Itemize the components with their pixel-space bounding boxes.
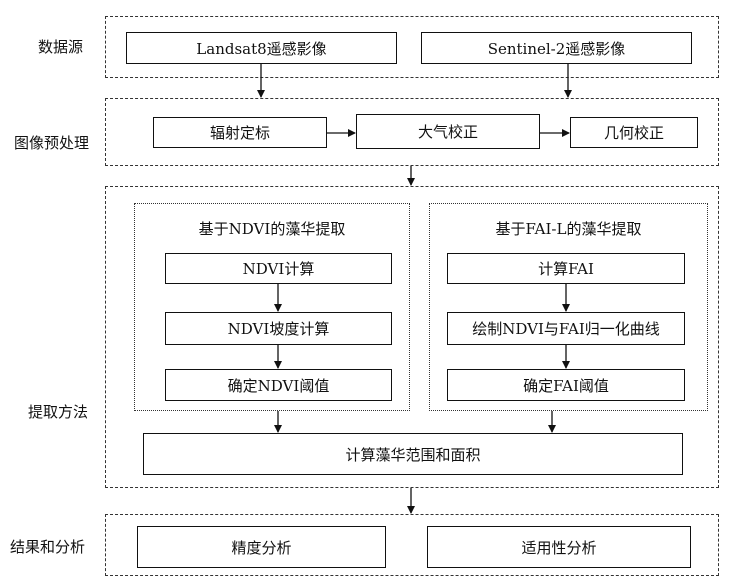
method-stage — [105, 186, 719, 488]
stage-label-data-source: 数据源 — [38, 38, 84, 56]
ndvi-method-title: 基于NDVI的藻华提取 — [198, 220, 346, 238]
radiometric-calibration-box: 辐射定标 — [153, 117, 327, 148]
data-source-stage — [105, 16, 719, 78]
fai-method-title: 基于FAI-L的藻华提取 — [495, 220, 642, 238]
preprocess-stage — [105, 98, 719, 166]
ndvi-method-group — [134, 203, 410, 411]
ndvi-calc-box: NDVI计算 — [165, 253, 392, 284]
stage-label-method: 提取方法 — [28, 403, 89, 421]
accuracy-analysis-box: 精度分析 — [137, 526, 386, 568]
ndvi-slope-box: NDVI坡度计算 — [165, 312, 392, 345]
ndvi-threshold-box: 确定NDVI阈值 — [165, 369, 392, 401]
fai-threshold-box: 确定FAI阈值 — [447, 369, 685, 401]
landsat-box: Landsat8遥感影像 — [126, 32, 397, 64]
bloom-area-box: 计算藻华范围和面积 — [143, 433, 683, 475]
result-stage — [105, 514, 719, 576]
sentinel-box: Sentinel-2遥感影像 — [421, 32, 692, 64]
applicability-analysis-box: 适用性分析 — [427, 526, 691, 568]
fai-method-group — [429, 203, 708, 411]
atmospheric-correction-box: 大气校正 — [356, 114, 540, 149]
normalization-curve-box: 绘制NDVI与FAI归一化曲线 — [447, 312, 685, 345]
geometric-correction-box: 几何校正 — [570, 117, 698, 148]
stage-label-preprocess: 图像预处理 — [14, 134, 90, 152]
stage-label-result: 结果和分析 — [10, 538, 86, 556]
fai-calc-box: 计算FAI — [447, 253, 685, 284]
